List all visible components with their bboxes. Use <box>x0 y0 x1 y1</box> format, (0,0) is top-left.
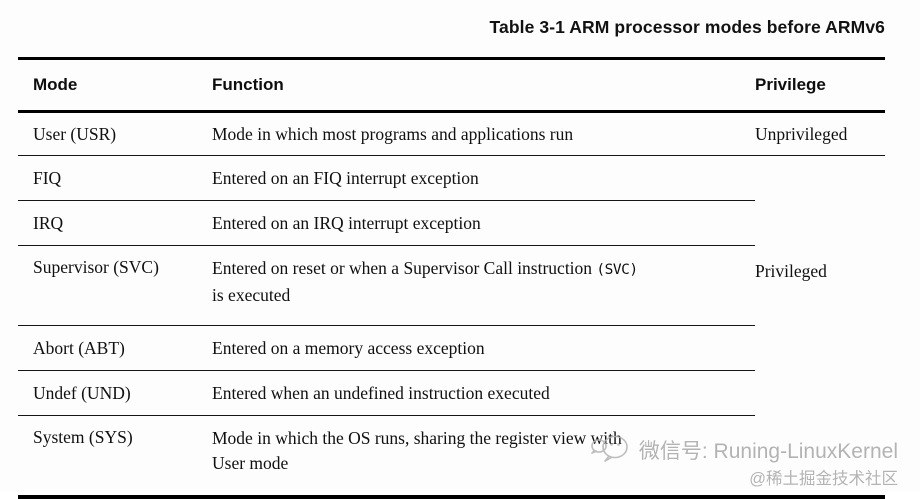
watermark-line-1: 微信号: Runing-LinuxKernel <box>591 434 898 469</box>
mode-cell: Undef (UND) <box>18 370 212 416</box>
col-header-mode: Mode <box>18 58 212 113</box>
wechat-icon <box>591 434 631 469</box>
function-cell: Entered on an FIQ interrupt exception <box>212 155 755 201</box>
wechat-id-label: 微信号: Runing-LinuxKernel <box>638 440 898 463</box>
function-cell: Entered when an undefined instruction ex… <box>212 370 755 416</box>
function-line-1: Entered on reset or when a Supervisor Ca… <box>212 258 638 278</box>
mode-cell: System (SYS) <box>33 427 133 447</box>
table-row-abort: Abort (ABT) Entered on a memory access e… <box>18 325 885 371</box>
header-row: Mode Function Privilege <box>18 58 885 113</box>
table-row-irq: IRQ Entered on an IRQ interrupt exceptio… <box>18 200 885 246</box>
privilege-cell: Unprivileged <box>755 111 885 156</box>
table-row-user: User (USR) Mode in which most programs a… <box>18 111 885 156</box>
mode-cell: Supervisor (SVC) <box>18 245 212 326</box>
table-title: Table 3-1 ARM processor modes before ARM… <box>489 17 885 37</box>
privilege-span-cell: Privileged <box>755 261 827 281</box>
instruction-code: (SVC) <box>596 262 638 278</box>
table-row-system: System (SYS) Mode in which the OS runs, … <box>18 416 885 498</box>
mode-cell: User (USR) <box>18 111 212 156</box>
mode-cell: FIQ <box>18 155 212 201</box>
table-row-fiq: FIQ Entered on an FIQ interrupt exceptio… <box>18 155 885 281</box>
function-cell: Mode in which the OS runs, sharing the r… <box>212 416 755 498</box>
watermark: 微信号: Runing-LinuxKernel @稀土掘金技术社区 <box>591 434 898 488</box>
community-label: @稀土掘金技术社区 <box>749 470 898 489</box>
function-line-1: Mode in which the OS runs, sharing the r… <box>212 428 622 448</box>
function-cell: Mode in which most programs and applicat… <box>212 111 755 156</box>
function-line-2: User mode <box>212 453 289 473</box>
col-header-privilege: Privilege <box>755 58 885 113</box>
function-cell: Entered on a memory access exception <box>212 325 755 371</box>
table-row-undef: Undef (UND) Entered when an undefined in… <box>18 370 885 416</box>
mode-cell: IRQ <box>18 200 212 246</box>
table-row-supervisor: Supervisor (SVC) Entered on reset or whe… <box>18 245 885 326</box>
mode-cell: Abort (ABT) <box>18 325 212 371</box>
arm-modes-table: Mode Function Privilege User (USR) Mode … <box>18 57 885 499</box>
function-cell: Entered on an IRQ interrupt exception <box>212 200 755 246</box>
function-line-2: is executed <box>212 285 291 305</box>
arm-modes-table-wrap: Mode Function Privilege User (USR) Mode … <box>18 57 885 499</box>
col-header-function: Function <box>212 58 755 113</box>
function-cell: Entered on reset or when a Supervisor Ca… <box>212 245 755 326</box>
